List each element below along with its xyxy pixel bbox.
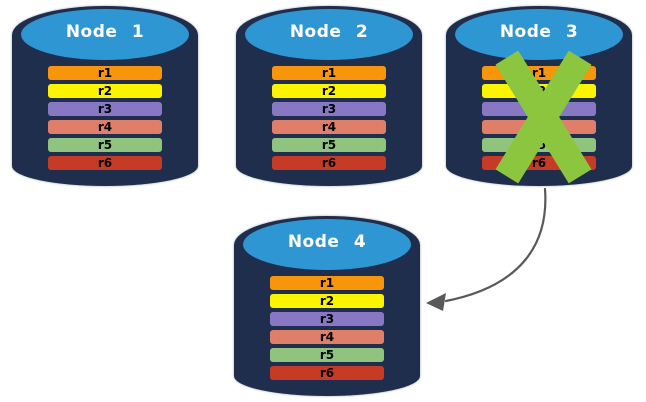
replica-label: r6 <box>97 156 113 170</box>
replica-row: r4 <box>270 330 384 344</box>
node-1-cylinder: Node 1 r1 r2 r3 r4 r5 r6 <box>12 6 198 186</box>
replica-row: r6 <box>272 156 386 170</box>
cylinder-top-face <box>455 9 623 60</box>
replica-label: r4 <box>97 120 113 134</box>
replica-row: r3 <box>270 312 384 326</box>
replica-row: r6 <box>270 366 384 380</box>
replica-label: r5 <box>319 348 335 362</box>
cylinder-top-face <box>21 9 189 60</box>
replica-label: r5 <box>97 138 113 152</box>
failure-x-icon <box>495 50 592 184</box>
replica-label: r3 <box>97 102 113 116</box>
node-2-cylinder: Node 2 r1 r2 r3 r4 r5 r6 <box>236 6 422 186</box>
replica-label: r6 <box>319 366 335 380</box>
replica-stack: r1 r2 r3 r4 r5 r6 <box>272 66 386 170</box>
node-title: Node 4 <box>287 232 367 252</box>
replica-label: r4 <box>321 120 337 134</box>
replica-row: r2 <box>48 84 162 98</box>
node-title: Node 2 <box>289 22 369 42</box>
replica-row: r1 <box>48 66 162 80</box>
replica-label: r2 <box>97 84 113 98</box>
replica-label: r6 <box>321 156 337 170</box>
replica-label: r3 <box>321 102 337 116</box>
replica-row: r3 <box>48 102 162 116</box>
replica-row: r2 <box>272 84 386 98</box>
replica-row: r5 <box>272 138 386 152</box>
replica-row: r5 <box>48 138 162 152</box>
node-title: Node 3 <box>499 22 579 42</box>
arrow-head <box>426 293 446 311</box>
node-title: Node 1 <box>65 22 145 42</box>
replica-row: r4 <box>48 120 162 134</box>
replica-row: r3 <box>272 102 386 116</box>
replica-label: r4 <box>319 330 335 344</box>
replica-row: r2 <box>270 294 384 308</box>
cylinder-top-face <box>243 219 411 270</box>
replica-row: r6 <box>48 156 162 170</box>
replica-label: r3 <box>319 312 335 326</box>
replica-label: r1 <box>531 66 547 80</box>
replica-stack: r1 r2 r3 r4 r5 r6 <box>48 66 162 170</box>
node-4-cylinder: Node 4 r1 r2 r3 r4 r5 r6 <box>234 216 420 396</box>
arrow-curve <box>444 187 547 303</box>
replica-label: r1 <box>319 276 335 290</box>
replica-label: r2 <box>321 84 337 98</box>
replica-label: r1 <box>321 66 337 80</box>
replica-row: r4 <box>272 120 386 134</box>
node-3-cylinder: Node 3 r1 r2 r3 r4 r5 r6 <box>446 6 632 186</box>
replica-row: r5 <box>270 348 384 362</box>
replica-label: r5 <box>321 138 337 152</box>
replica-row: r1 <box>270 276 384 290</box>
replica-label: r2 <box>319 294 335 308</box>
cylinder-top-face <box>245 9 413 60</box>
replica-label: r1 <box>97 66 113 80</box>
replica-stack: r1 r2 r3 r4 r5 r6 <box>270 276 384 380</box>
replica-label: r6 <box>531 156 547 170</box>
replica-row: r1 <box>272 66 386 80</box>
